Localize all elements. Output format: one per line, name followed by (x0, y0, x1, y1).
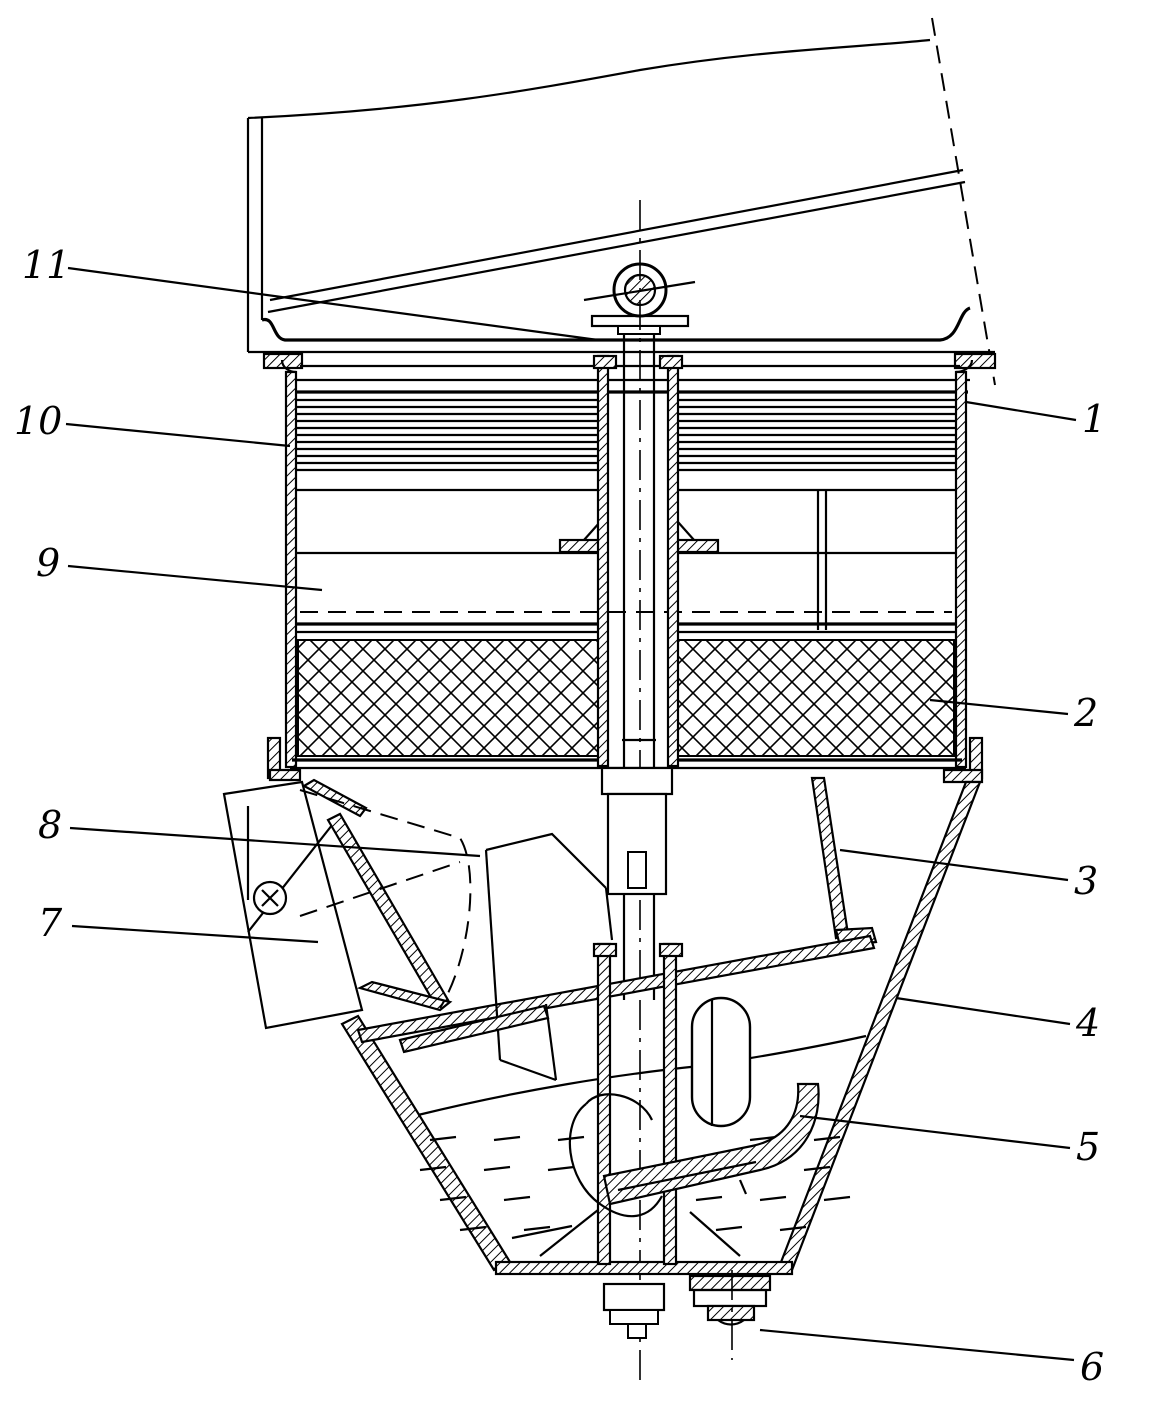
hopper (266, 736, 984, 1276)
liquid-dash (503, 1195, 531, 1202)
label-11: 11 (22, 243, 70, 287)
liquid-dash (523, 1225, 551, 1232)
top-flange (262, 352, 997, 394)
label-10: 10 (14, 399, 62, 443)
liquid-dash (759, 1195, 787, 1202)
liquid-dash (493, 1135, 521, 1142)
middle-chamber (296, 488, 956, 634)
liquid-dash (779, 1225, 807, 1232)
filter-mesh (290, 639, 966, 770)
label-4: 4 (1075, 1001, 1100, 1045)
nozzle-pipe (602, 1082, 820, 1206)
liquid-dash (813, 1135, 841, 1142)
part-labels: 11 10 9 8 7 1 2 3 4 5 6 (14, 243, 1106, 1389)
liquid-dash (823, 1195, 851, 1202)
liquid-dash (439, 1195, 467, 1202)
liquid-dash (459, 1225, 487, 1232)
liquid-dash (715, 1225, 743, 1232)
liquid-dash (695, 1195, 723, 1202)
label-9: 9 (36, 541, 60, 585)
leader-lines (65, 266, 1077, 1362)
label-6: 6 (1080, 1345, 1104, 1389)
upper-duct-housing (246, 17, 996, 386)
liquid-dash (429, 1135, 457, 1142)
inner-lower-baffles (511, 1209, 741, 1257)
label-1: 1 (1082, 397, 1106, 441)
liquid-dash (547, 1165, 575, 1172)
flap-assembly (222, 778, 614, 1082)
lamella-pack (296, 398, 956, 472)
liquid-dash (749, 1135, 777, 1142)
inner-baffle (356, 776, 878, 1044)
float (690, 996, 752, 1128)
label-2: 2 (1073, 691, 1098, 735)
liquid-dash (419, 1165, 447, 1172)
label-3: 3 (1074, 859, 1098, 903)
label-7: 7 (38, 901, 63, 945)
label-5: 5 (1076, 1125, 1100, 1169)
liquid-dash (803, 1165, 831, 1172)
central-shaft (583, 200, 696, 1385)
liquid-dash (483, 1165, 511, 1172)
label-8: 8 (38, 803, 62, 847)
drain-fitting (688, 1270, 772, 1360)
